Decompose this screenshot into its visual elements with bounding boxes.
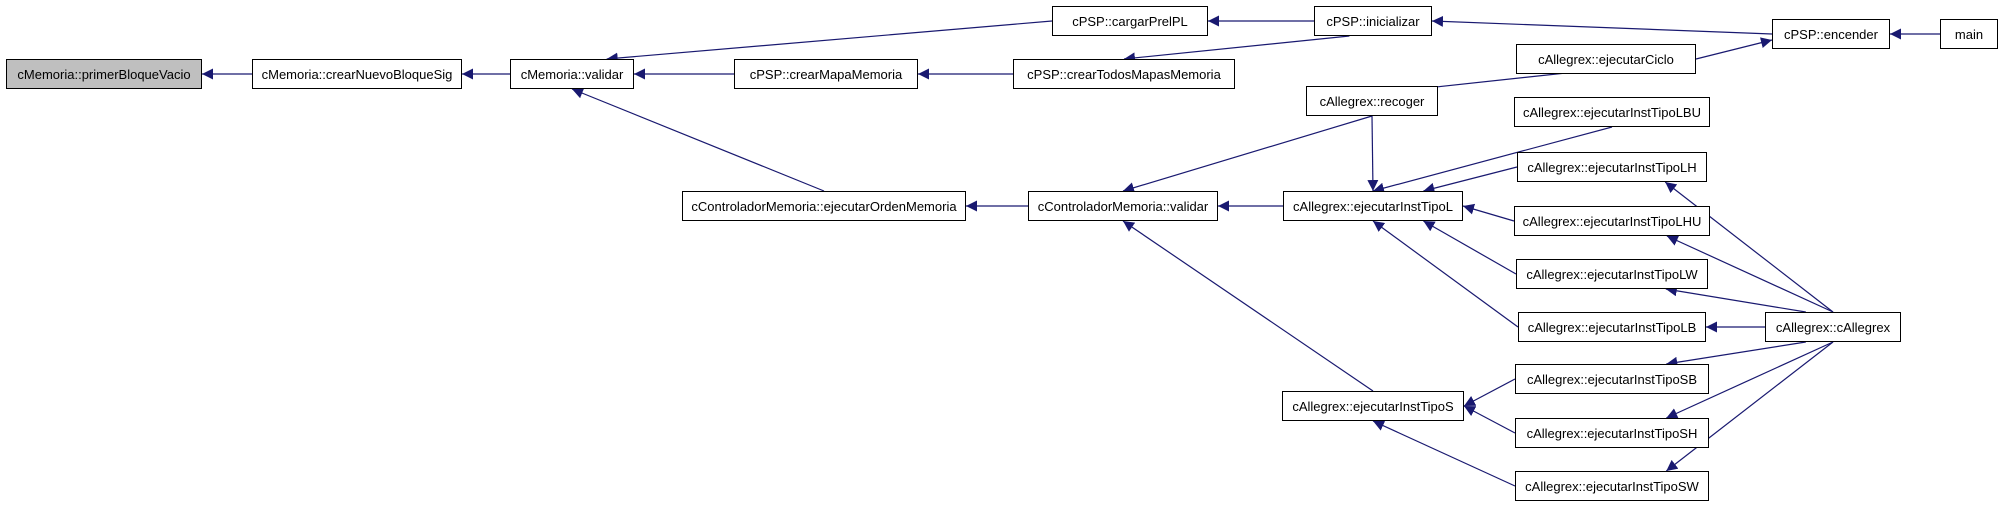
node-ejecutar-inst-tipo-lw[interactable]: cAllegrex::ejecutarInstTipoLW	[1516, 259, 1708, 289]
edge-instTipoSH-to-instTipoS	[1463, 405, 1516, 434]
edge-instTipoSB-to-instTipoS	[1463, 378, 1516, 407]
edge-cAllegrex-to-instTipoLH	[1664, 181, 1834, 313]
edge-instTipoLBU-to-instTipoL	[1372, 126, 1613, 194]
node-ejecutar-inst-tipo-sh[interactable]: cAllegrex::ejecutarInstTipoSH	[1515, 418, 1709, 448]
node-cargar-prelpl[interactable]: cPSP::cargarPrelPL	[1052, 6, 1208, 36]
edge-cargarPrelPL-to-memValidar	[606, 20, 1053, 64]
node-encender[interactable]: cPSP::encender	[1772, 19, 1890, 49]
node-ejecutar-inst-tipo-lb[interactable]: cAllegrex::ejecutarInstTipoLB	[1518, 312, 1706, 342]
node-recoger[interactable]: cAllegrex::recoger	[1306, 86, 1438, 116]
edge-ejecutarOrdenMemoria-to-memValidar	[571, 88, 825, 192]
edge-ejecutarCiclo-to-encender	[1695, 37, 1773, 60]
edge-cAllegrex-to-instTipoSH	[1666, 341, 1834, 419]
node-ejecutar-inst-tipo-lh[interactable]: cAllegrex::ejecutarInstTipoLH	[1517, 152, 1707, 182]
edge-instTipoLH-to-instTipoL	[1423, 166, 1518, 194]
edge-cAllegrex-to-instTipoSB	[1666, 341, 1806, 368]
edge-instTipoLW-to-instTipoL	[1423, 220, 1517, 275]
node-controlador-validar[interactable]: cControladorMemoria::validar	[1028, 191, 1218, 221]
node-ejecutar-inst-tipo-lhu[interactable]: cAllegrex::ejecutarInstTipoLHU	[1514, 206, 1710, 236]
node-ejecutar-inst-tipo-l[interactable]: cAllegrex::ejecutarInstTipoL	[1283, 191, 1463, 221]
node-callegrex-constructor[interactable]: cAllegrex::cAllegrex	[1765, 312, 1901, 342]
edge-instTipoLB-to-instTipoL	[1372, 220, 1519, 328]
edge-instTipoS-to-ctrlValidar	[1122, 220, 1374, 392]
node-main[interactable]: main	[1940, 19, 1998, 49]
node-ejecutar-inst-tipo-lbu[interactable]: cAllegrex::ejecutarInstTipoLBU	[1514, 97, 1710, 127]
node-crear-todos-mapas-memoria[interactable]: cPSP::crearTodosMapasMemoria	[1013, 59, 1235, 89]
edge-recoger-to-instTipoL	[1367, 115, 1379, 192]
edge-cAllegrex-to-instTipoLW	[1665, 285, 1806, 313]
edge-inicializar-to-crearTodosMapasMemoria	[1123, 35, 1350, 64]
node-ejecutar-inst-tipo-sb[interactable]: cAllegrex::ejecutarInstTipoSB	[1515, 364, 1709, 394]
node-inicializar[interactable]: cPSP::inicializar	[1314, 6, 1432, 36]
edge-recoger-to-ctrlValidar	[1122, 115, 1373, 194]
node-ejecutar-inst-tipo-sw[interactable]: cAllegrex::ejecutarInstTipoSW	[1515, 471, 1709, 501]
node-crear-mapa-memoria[interactable]: cPSP::crearMapaMemoria	[734, 59, 918, 89]
node-ejecutar-inst-tipo-s[interactable]: cAllegrex::ejecutarInstTipoS	[1282, 391, 1464, 421]
edge-encender-to-inicializar	[1431, 15, 1773, 35]
node-memoria-validar[interactable]: cMemoria::validar	[510, 59, 634, 89]
edge-cAllegrex-to-instTipoSW	[1665, 341, 1834, 472]
edge-instTipoLHU-to-instTipoL	[1462, 203, 1515, 222]
node-crear-nuevo-bloque-sig[interactable]: cMemoria::crearNuevoBloqueSig	[252, 59, 462, 89]
node-primer-bloque-vacio: cMemoria::primerBloqueVacio	[6, 59, 202, 89]
node-ejecutar-ciclo[interactable]: cAllegrex::ejecutarCiclo	[1516, 44, 1696, 74]
node-ejecutar-orden-memoria[interactable]: cControladorMemoria::ejecutarOrdenMemori…	[682, 191, 966, 221]
edge-cAllegrex-to-instTipoLHU	[1666, 235, 1834, 313]
edge-instTipoSW-to-instTipoS	[1372, 420, 1516, 487]
